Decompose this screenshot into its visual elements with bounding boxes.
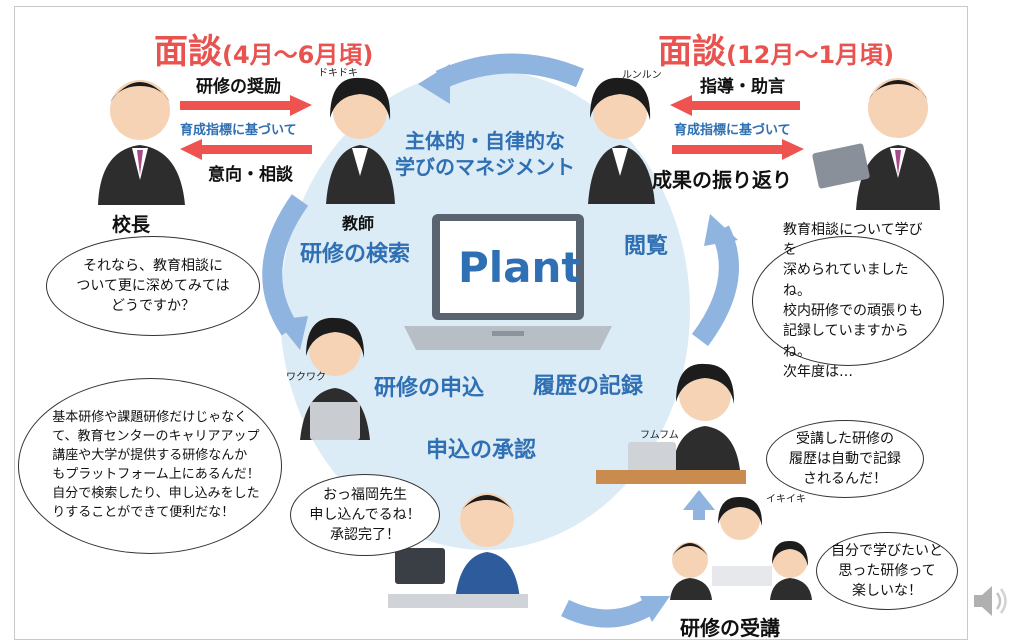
label-principal: 校長 <box>112 214 151 236</box>
laptop-icon <box>404 214 612 350</box>
label-dokidoki: ドキドキ <box>318 68 358 79</box>
label-search: 研修の検索 <box>300 242 411 267</box>
label-ikiiki: イキイキ <box>766 494 806 505</box>
cycle-arrow-left <box>262 194 309 336</box>
red-arrow-right2-shaft <box>672 145 784 154</box>
cycle-arrow-left-head <box>276 316 308 350</box>
label-runrun: ルンルン <box>622 70 662 81</box>
red-arrow-left2-shaft <box>690 101 800 110</box>
reviewer-figure <box>812 78 940 210</box>
label-wakuwaku: ワクワク <box>286 372 326 383</box>
label-view: 閲覧 <box>624 234 669 259</box>
speaker-icon[interactable] <box>968 578 1014 624</box>
label-guidance: 指導・助言 <box>700 77 785 97</box>
title-left-period: (4月～6月頃) <box>222 41 374 69</box>
cycle-arrow-right-head <box>704 214 738 246</box>
arrow-up-shaft <box>693 508 705 520</box>
cycle-arrow-top-head <box>418 64 450 104</box>
label-apply: 研修の申込 <box>374 376 485 401</box>
cycle-arrow-top <box>435 53 584 90</box>
bubble-reviewer: 教育相談について学びを 深められていましたね。 校内研修での頑張りも 記録してい… <box>752 222 944 380</box>
title-right: 面談(12月～1月頃) <box>658 24 894 73</box>
label-encourage: 研修の奨励 <box>196 77 281 97</box>
bubble-auto-record: 受講した研修の 履歴は自動で記録 されるんだ！ <box>766 420 924 498</box>
teacher-figure-fumufumu <box>596 363 746 484</box>
label-intention: 意向・相談 <box>208 165 293 185</box>
title-left: 面談(4月～6月頃) <box>154 24 373 73</box>
title-right-main: 面談 <box>658 32 726 72</box>
approver-figure <box>388 493 528 608</box>
app-name: Plant <box>458 243 582 292</box>
cycle-arrow-right <box>691 225 739 346</box>
red-arrow-left-shaft <box>200 145 312 154</box>
label-approval: 申込の承認 <box>426 438 537 463</box>
label-teacher: 教師 <box>342 214 375 233</box>
cycle-arrow-bottom <box>561 598 655 628</box>
red-arrow-left-head <box>180 139 202 160</box>
label-fumufumu: フムフム <box>640 430 679 441</box>
label-attend: 研修の受講 <box>680 616 780 640</box>
label-reflection: 成果の振り返り <box>652 168 792 192</box>
bubble-principal: それなら、教育相談に ついて更に深めてみては どうですか？ <box>46 236 260 336</box>
teacher-figure-runrun <box>588 77 655 204</box>
label-management: 主体的・自律的な 学びのマネジメント <box>395 129 575 179</box>
teacher-figure-wakuwaku <box>300 317 370 440</box>
group-figures <box>670 496 812 600</box>
red-arrow-right-head <box>290 95 312 116</box>
cycle-arrow-bottom-head <box>640 596 670 622</box>
bubble-teacher-search: 基本研修や課題研修だけじゃなく て、教育センターのキャリアアップ 講座や大学が提… <box>18 378 282 554</box>
red-arrow-right-shaft <box>180 101 292 110</box>
teacher-figure-top <box>326 77 395 204</box>
arrow-up-head <box>683 490 715 510</box>
bubble-approver: おっ福岡先生 申し込んでるね！ 承認完了！ <box>290 474 440 556</box>
red-arrow-right2-head <box>782 139 804 160</box>
label-guideline-left: 育成指標に基づいて <box>180 123 297 138</box>
title-right-period: (12月～1月頃) <box>726 41 895 69</box>
bubble-enjoy: 自分で学びたいと 思った研修って 楽しいな！ <box>816 532 958 610</box>
principal-figure <box>98 80 185 205</box>
label-guideline-right: 育成指標に基づいて <box>674 123 791 138</box>
label-record: 履歴の記録 <box>533 374 644 399</box>
title-left-main: 面談 <box>154 32 222 72</box>
red-arrow-left2-head <box>670 95 692 116</box>
